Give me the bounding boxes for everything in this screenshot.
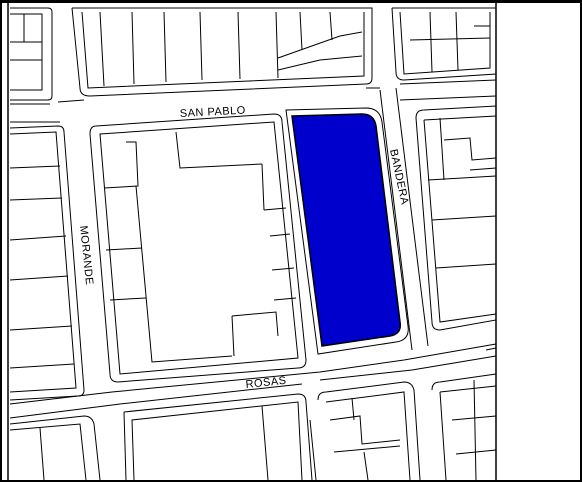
highlighted-parcel-outline — [285, 107, 409, 355]
block-bottom-left — [9, 415, 101, 481]
street-label-rosas: ROSAS — [245, 375, 287, 391]
block-top-left — [10, 7, 53, 101]
block-top-middle — [71, 7, 373, 97]
block-right — [415, 105, 497, 331]
block-center — [89, 113, 307, 383]
block-bottom-middle — [317, 381, 421, 481]
street-label-morande: MORANDE — [77, 225, 95, 286]
street-outlines — [9, 7, 497, 481]
block-top-right — [391, 7, 497, 81]
street-label-san-pablo: SAN PABLO — [180, 105, 247, 120]
highlighted-parcel[interactable] — [291, 113, 402, 347]
block-bottom-center — [123, 393, 313, 481]
block-bottom-right — [431, 373, 497, 391]
